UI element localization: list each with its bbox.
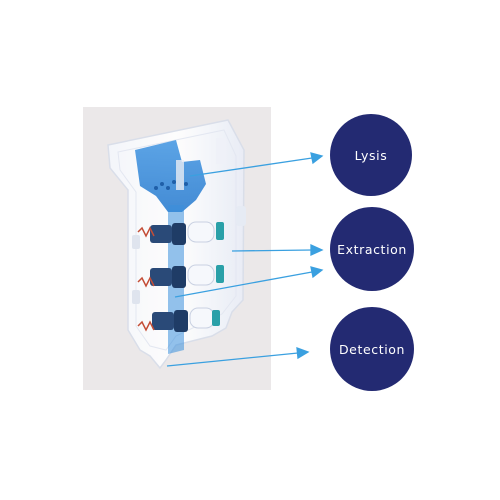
arrow-extraction-1 (231, 249, 313, 252)
arrow-extraction-2-head (310, 266, 324, 279)
valve-row-1 (137, 221, 224, 245)
arrow-detection (166, 352, 299, 367)
detection-circle: Detection (330, 307, 414, 391)
arrow-extraction-2 (174, 271, 313, 298)
chamber-port-dot (184, 182, 188, 186)
arrows (166, 152, 324, 367)
arrow-extraction-1-head (310, 243, 324, 257)
top-pillar (216, 138, 226, 164)
chamber-port-dot (172, 180, 176, 184)
chamber-port-dot (154, 186, 158, 190)
arrow-lysis (189, 157, 313, 177)
side-post (236, 206, 246, 226)
extraction-circle: Extraction (330, 207, 414, 291)
lysis-chamber (135, 140, 206, 212)
top-pillar (176, 160, 184, 190)
arrow-lysis-head (310, 152, 324, 165)
valve-row-2 (137, 264, 224, 288)
chamber-port-dot (160, 182, 164, 186)
side-post (132, 235, 140, 249)
arrow-detection-head (296, 347, 310, 360)
chamber-port-dot (166, 186, 170, 190)
valve-row-3 (137, 307, 220, 332)
side-post (132, 290, 140, 304)
lysis-circle: Lysis (330, 114, 412, 196)
detection-label: Detection (338, 341, 406, 357)
lysis-label: Lysis (354, 147, 388, 163)
extraction-label: Extraction (337, 241, 407, 257)
